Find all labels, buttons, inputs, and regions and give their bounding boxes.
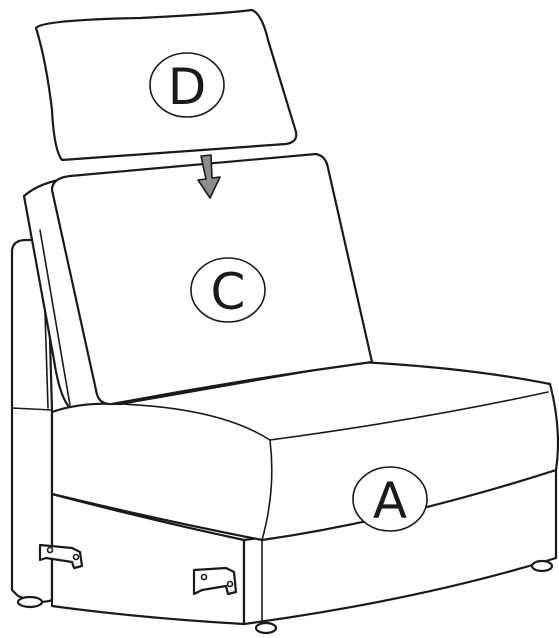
callout-d-label: D [168, 58, 207, 116]
callout-c: C [191, 258, 265, 322]
callout-a-label: A [373, 472, 407, 530]
callout-d: D [150, 53, 224, 117]
callout-c-label: C [211, 263, 246, 321]
callout-a: A [353, 467, 427, 531]
